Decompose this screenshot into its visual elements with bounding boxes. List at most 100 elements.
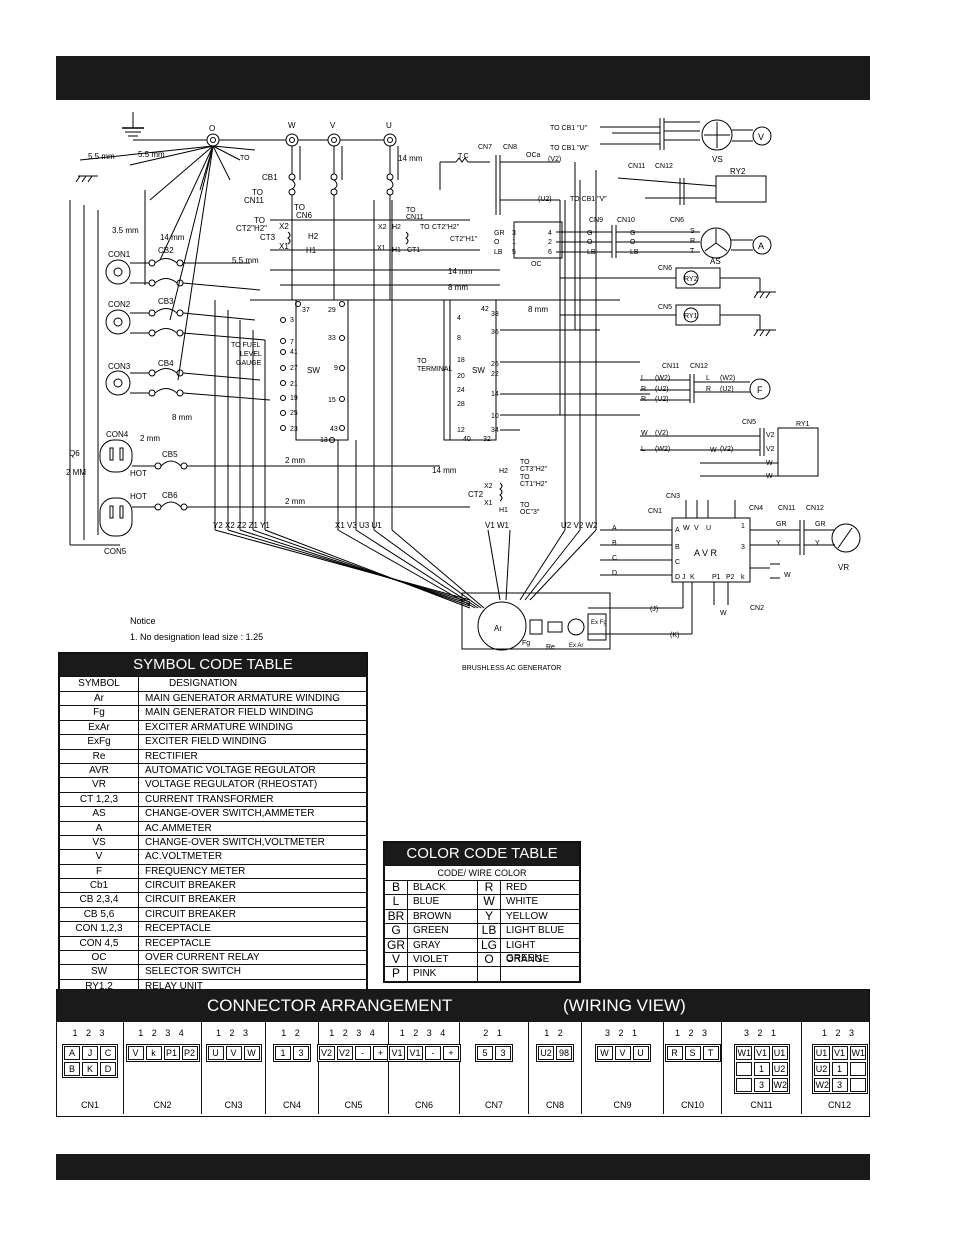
svg-text:22: 22 xyxy=(491,371,499,378)
connector-pin: 1 xyxy=(275,1046,291,1060)
svg-text:19: 19 xyxy=(290,395,298,402)
symbol-cell: CON 1,2,3 xyxy=(60,922,139,936)
svg-text:O: O xyxy=(494,239,500,246)
connector-name: CN9 xyxy=(613,1100,632,1110)
cn3-label: CN3 xyxy=(666,493,680,500)
svg-text:(U2): (U2) xyxy=(655,386,669,393)
voltage-regulator-vr: VR xyxy=(831,523,861,572)
relay-coil-ry2: RY2 xyxy=(675,267,721,289)
svg-text:GR: GR xyxy=(494,230,505,237)
designation-cell: RELAY UNIT xyxy=(145,980,203,992)
color-code-cell: V xyxy=(385,952,408,967)
relay-coil-ry1: RY1 xyxy=(675,304,721,326)
connector-pin: D xyxy=(100,1062,116,1076)
receptacle-con2: CON2 xyxy=(105,300,131,335)
cn11-label: CN11 xyxy=(662,363,679,370)
designation-cell: FREQUENCY METER xyxy=(145,865,246,877)
svg-text:O: O xyxy=(630,239,636,246)
pin-numbers: 2 1 xyxy=(483,1028,505,1038)
wire-size-label: 2 mm xyxy=(140,434,160,443)
color-code-cell: G xyxy=(385,923,408,938)
color-table-title: COLOR CODE TABLE xyxy=(385,843,579,865)
generator-leads xyxy=(214,170,597,609)
ground-icon xyxy=(75,175,98,183)
relay-ry2: RY2 xyxy=(715,167,767,203)
svg-text:Y: Y xyxy=(776,540,781,547)
svg-text:29: 29 xyxy=(328,307,336,314)
to-label: TO xyxy=(420,224,430,231)
svg-text:3: 3 xyxy=(512,230,516,237)
connector-pin: V xyxy=(614,1046,631,1060)
wire-size-label: 14 mm xyxy=(398,154,423,163)
overcurrent-relay-oc: OC xyxy=(513,221,563,268)
svg-text:2: 2 xyxy=(548,239,552,246)
connector-header: CONNECTOR ARRANGEMENT (WIRING VIEW) xyxy=(57,990,869,1022)
svg-text:R: R xyxy=(690,238,695,245)
color-name-cell: PINK xyxy=(408,967,478,981)
oca-label: OCa xyxy=(526,152,541,159)
connector-pin: W1 xyxy=(735,1046,752,1060)
cb5-label: CB5 xyxy=(162,450,178,459)
svg-text:G: G xyxy=(630,230,635,237)
terminal-v-label: V xyxy=(330,121,336,130)
ct1h2-label: CT1"H2" xyxy=(520,481,548,488)
connector-pin: - xyxy=(354,1046,371,1060)
wire-size-label: 2 MM xyxy=(66,468,86,477)
relay-ry1 xyxy=(777,427,819,477)
color-code-cell: BR xyxy=(385,909,408,924)
designation-cell: RECEPTACLE xyxy=(145,937,211,949)
to-label: TO xyxy=(254,216,265,225)
connector-pin: B xyxy=(64,1062,80,1076)
pin-numbers: 1 2 3 xyxy=(72,1028,108,1038)
svg-text:D: D xyxy=(612,570,617,577)
wire-tag: (J) xyxy=(650,606,658,613)
symbol-col-header: SYMBOL xyxy=(60,677,139,691)
connector-pin: V1 xyxy=(831,1046,848,1060)
con2-label: CON2 xyxy=(108,300,131,309)
connector-pin: P2 xyxy=(181,1046,198,1060)
connector-pin: U2 xyxy=(813,1062,830,1076)
sw-label: SW xyxy=(472,366,485,375)
pin-numbers: 1 2 3 xyxy=(215,1028,252,1038)
designation-cell: CHANGE-OVER SWITCH,VOLTMETER xyxy=(145,836,325,848)
color-code-cell: LG xyxy=(478,938,501,952)
svg-text:12: 12 xyxy=(457,427,465,434)
connector-pin: V1 xyxy=(389,1046,405,1060)
connector-pin: C xyxy=(100,1046,116,1060)
cn5-label: CN5 xyxy=(742,419,756,426)
color-code-cell: W xyxy=(478,894,501,909)
designation-cell: CIRCUIT BREAKER xyxy=(145,908,236,920)
color-name-cell: YELLOW xyxy=(506,910,548,922)
symbol-table-title: SYMBOL CODE TABLE xyxy=(60,654,366,676)
svg-text:3: 3 xyxy=(741,544,745,551)
x1-label: X1 xyxy=(279,242,289,251)
wire-size-label: 8 mm xyxy=(528,305,548,314)
wire-size-label: 5.5 mm xyxy=(88,152,115,161)
designation-cell: EXCITER ARMATURE WINDING xyxy=(145,721,294,733)
svg-text:R: R xyxy=(641,396,646,403)
cn8-label: CN8 xyxy=(503,144,517,151)
symbol-cell: Re xyxy=(60,749,139,763)
color-code-cell: B xyxy=(385,880,408,895)
cn11-label: CN11 xyxy=(778,505,795,512)
connector-pin: P1 xyxy=(163,1046,180,1060)
symbol-cell: VS xyxy=(60,835,139,850)
hot-label: HOT xyxy=(130,492,147,501)
oc3-label: OC"3" xyxy=(520,509,540,516)
ct2h1-label: CT2"H1" xyxy=(450,236,478,243)
cn11-label: CN11 xyxy=(406,214,423,221)
h2-label: H2 xyxy=(392,224,401,231)
to-label: TO xyxy=(520,502,530,509)
color-name-cell: ORANGE xyxy=(506,953,550,965)
pin-numbers: 1 2 xyxy=(281,1028,303,1038)
designation-cell: CURRENT TRANSFORMER xyxy=(145,793,274,805)
